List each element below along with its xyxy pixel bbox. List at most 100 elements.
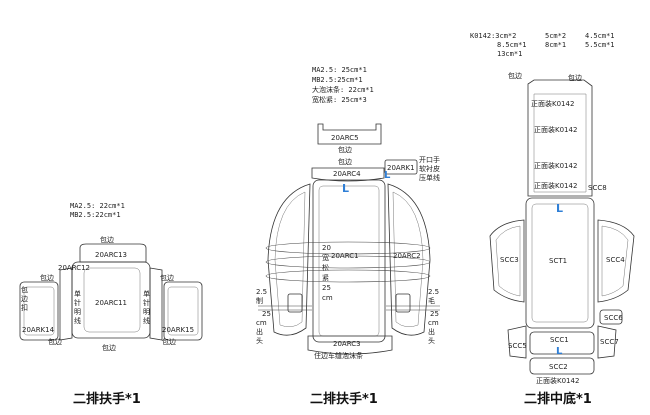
piece-scc1 — [529, 331, 595, 355]
piece-scc7 — [597, 325, 617, 359]
note-line: 5cm*2 — [545, 32, 566, 40]
piece-arc11-inner — [83, 267, 141, 333]
piece-scc3-inner — [495, 225, 521, 297]
piece-side-right — [387, 183, 431, 336]
label-baobian: 包边 — [100, 235, 114, 244]
piece-back-strip-inner — [533, 93, 587, 193]
label-kaikou: 开口手 — [419, 155, 440, 164]
label-baobian-right: 包边 — [160, 273, 174, 282]
note-line: 宽松紧: 25cm*3 — [312, 95, 367, 104]
group-middle-base: K0142:3cm*2 5cm*2 4.5cm*1 8.5cm*1 8cm*1 … — [470, 32, 635, 407]
group-armrest-middle: MA2.5: 25cm*1 MB2.5:25cm*1 大泡沫条: 22cm*1 … — [256, 66, 441, 407]
label-baobian-tr: 包边 — [568, 73, 582, 82]
label-side-chars: 包边扣 — [21, 285, 28, 312]
label-baobian-bottom: 包边 — [102, 343, 116, 352]
caption-group2: 二排扶手*1 — [310, 391, 378, 407]
piece-sct1-inner — [531, 203, 589, 323]
label-sct1: SCT1 — [549, 257, 567, 265]
label-kaikou3: 压单线 — [419, 173, 440, 182]
label-stitch-right: 单针明线 — [143, 289, 150, 325]
label-baobian-left: 包边 — [40, 273, 54, 282]
tab-right — [395, 293, 411, 313]
piece-arc1 — [312, 179, 386, 343]
elastic-band-2 — [265, 255, 431, 269]
piece-sct1 — [525, 197, 595, 329]
piece-scc2 — [529, 357, 595, 375]
label-zhengmian-4: 正面装K0142 — [534, 181, 577, 190]
piece-arc13 — [79, 243, 147, 263]
label-arc12: 20ARC12 — [58, 264, 90, 272]
piece-arc4 — [311, 167, 385, 182]
note-right: 2.5 毛 25 cm 出 头 — [428, 288, 441, 345]
label-scc6: SCC6 — [604, 314, 623, 322]
note-line: 5.5cm*1 — [585, 41, 615, 49]
piece-side-right-inner — [392, 191, 424, 328]
label-bottom: 住边车缝泡沫条 — [314, 351, 363, 360]
piece-scc6 — [599, 309, 623, 325]
piece-arc15-inner — [167, 286, 199, 336]
label-ark1: 20ARK1 — [387, 164, 415, 172]
label-baobian-bl: 包边 — [48, 337, 62, 346]
label-arc3: 20ARC3 — [333, 340, 361, 348]
label-scc2: SCC2 — [549, 363, 568, 371]
note-line: 8cm*1 — [545, 41, 566, 49]
tab-left — [287, 293, 303, 313]
label-baobian-2: 包边 — [338, 157, 352, 166]
label-arc5: 20ARC5 — [331, 134, 359, 142]
piece-scc3 — [489, 219, 525, 303]
note-line: MA2.5: 25cm*1 — [312, 66, 367, 74]
piece-back-strip — [527, 79, 593, 197]
label-zhengmian-3: 正面装K0142 — [534, 161, 577, 170]
elastic-band-1 — [265, 241, 431, 255]
label-scc1: SCC1 — [550, 336, 569, 344]
label-arc11: 20ARC11 — [95, 299, 127, 307]
note-line: 大泡沫条: 22cm*1 — [312, 85, 374, 94]
note-line: 8.5cm*1 — [497, 41, 527, 49]
mark-L: L — [342, 182, 349, 195]
piece-arc3 — [307, 335, 393, 355]
piece-side-right — [149, 267, 163, 341]
label-baobian-br: 包边 — [162, 337, 176, 346]
piece-side-left — [267, 183, 311, 336]
label-scc5: SCC5 — [508, 342, 527, 350]
label-scc4: SCC4 — [606, 256, 625, 264]
label-baobian-tl: 包边 — [508, 71, 522, 80]
piece-side-left-inner — [274, 191, 306, 328]
note-line: MB2.5:22cm*1 — [70, 211, 121, 219]
piece-arc14-inner — [23, 286, 55, 336]
note-left: 2.5 制 25 cm 出 头 — [256, 288, 273, 345]
mark-L-small: L — [384, 170, 391, 181]
note-line: K0142:3cm*2 — [470, 32, 516, 40]
elastic-band-3 — [265, 269, 431, 283]
label-arc13: 20ARC13 — [95, 251, 127, 259]
label-zhengmian-2: 正面装K0142 — [534, 125, 577, 134]
label-arc14: 20ARK14 — [22, 326, 55, 334]
caption-group1: 二排扶手*1 — [73, 391, 141, 407]
note-line: MB2.5:25cm*1 — [312, 76, 363, 84]
caption-group3: 二排中底*1 — [524, 391, 592, 407]
piece-scc4 — [597, 219, 635, 303]
label-scc3: SCC3 — [500, 256, 519, 264]
label-scc7: SCC7 — [600, 338, 619, 346]
group-armrest-left: MA2.5: 22cm*1 MB2.5:22cm*1 包边 20ARC13 20… — [19, 202, 203, 407]
note-line: 13cm*1 — [497, 50, 522, 58]
piece-arc15 — [163, 281, 203, 341]
mark-L: L — [556, 202, 563, 215]
piece-ark1 — [384, 159, 418, 175]
label-arc4: 20ARC4 — [333, 170, 361, 178]
label-zhengmian-1: 正面装K0142 — [531, 99, 574, 108]
label-baobian: 包边 — [338, 145, 352, 154]
piece-side-left — [59, 267, 73, 341]
label-kaikou2: 软衬皮 — [419, 164, 440, 173]
label-scc8: SCC8 — [588, 184, 607, 192]
label-zhengmian-bottom: 正面装K0142 — [536, 376, 579, 385]
label-arc2: 20ARC2 — [393, 252, 421, 260]
note-line: 4.5cm*1 — [585, 32, 615, 40]
piece-arc5 — [317, 123, 382, 145]
piece-arc14 — [19, 281, 59, 341]
piece-scc4-inner — [601, 225, 629, 297]
mark-L-bottom: L — [556, 346, 563, 357]
piece-scc5 — [507, 325, 527, 359]
label-arc15: 20ARK15 — [162, 326, 194, 334]
